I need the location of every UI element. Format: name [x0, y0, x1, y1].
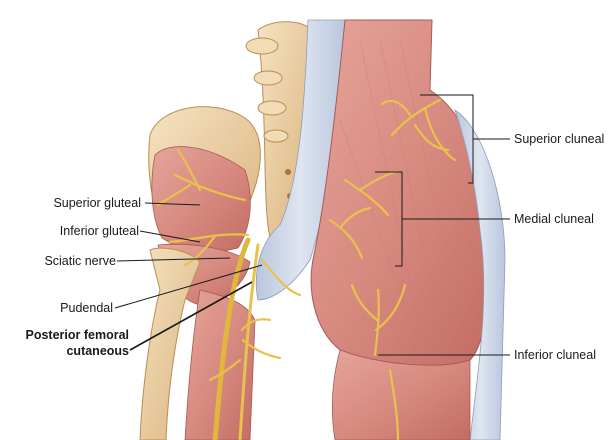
- label-inferior-cluneal: Inferior cluneal: [514, 348, 596, 362]
- iliotibial-band: [454, 109, 506, 440]
- label-posterior-femoral-line2: cutaneous: [66, 344, 129, 358]
- label-superior-cluneal: Superior cluneal: [514, 132, 605, 146]
- label-medial-cluneal: Medial cluneal: [514, 212, 594, 226]
- posterior-femoral-trunk: [238, 243, 260, 440]
- left-femur: [139, 247, 201, 440]
- label-pudendal: Pudendal: [60, 301, 113, 315]
- leader-lines-right: [375, 94, 510, 356]
- label-sciatic-nerve: Sciatic nerve: [44, 254, 116, 268]
- leader-sciatic-nerve: [116, 257, 231, 262]
- leader-posterior-femoral: [129, 281, 253, 351]
- leader-pudendal: [114, 264, 263, 309]
- label-posterior-femoral-line1: Posterior femoral: [25, 328, 129, 342]
- leader-superior-gluteal: [144, 202, 201, 206]
- sciatic-nerve-trunk: [212, 237, 251, 440]
- nerves: [156, 98, 457, 440]
- leader-lines-left: [114, 202, 263, 351]
- label-inferior-gluteal: Inferior gluteal: [59, 224, 139, 238]
- label-superior-gluteal: Superior gluteal: [53, 196, 141, 210]
- right-thigh-muscles: [331, 349, 471, 440]
- leader-inferior-gluteal: [139, 230, 201, 243]
